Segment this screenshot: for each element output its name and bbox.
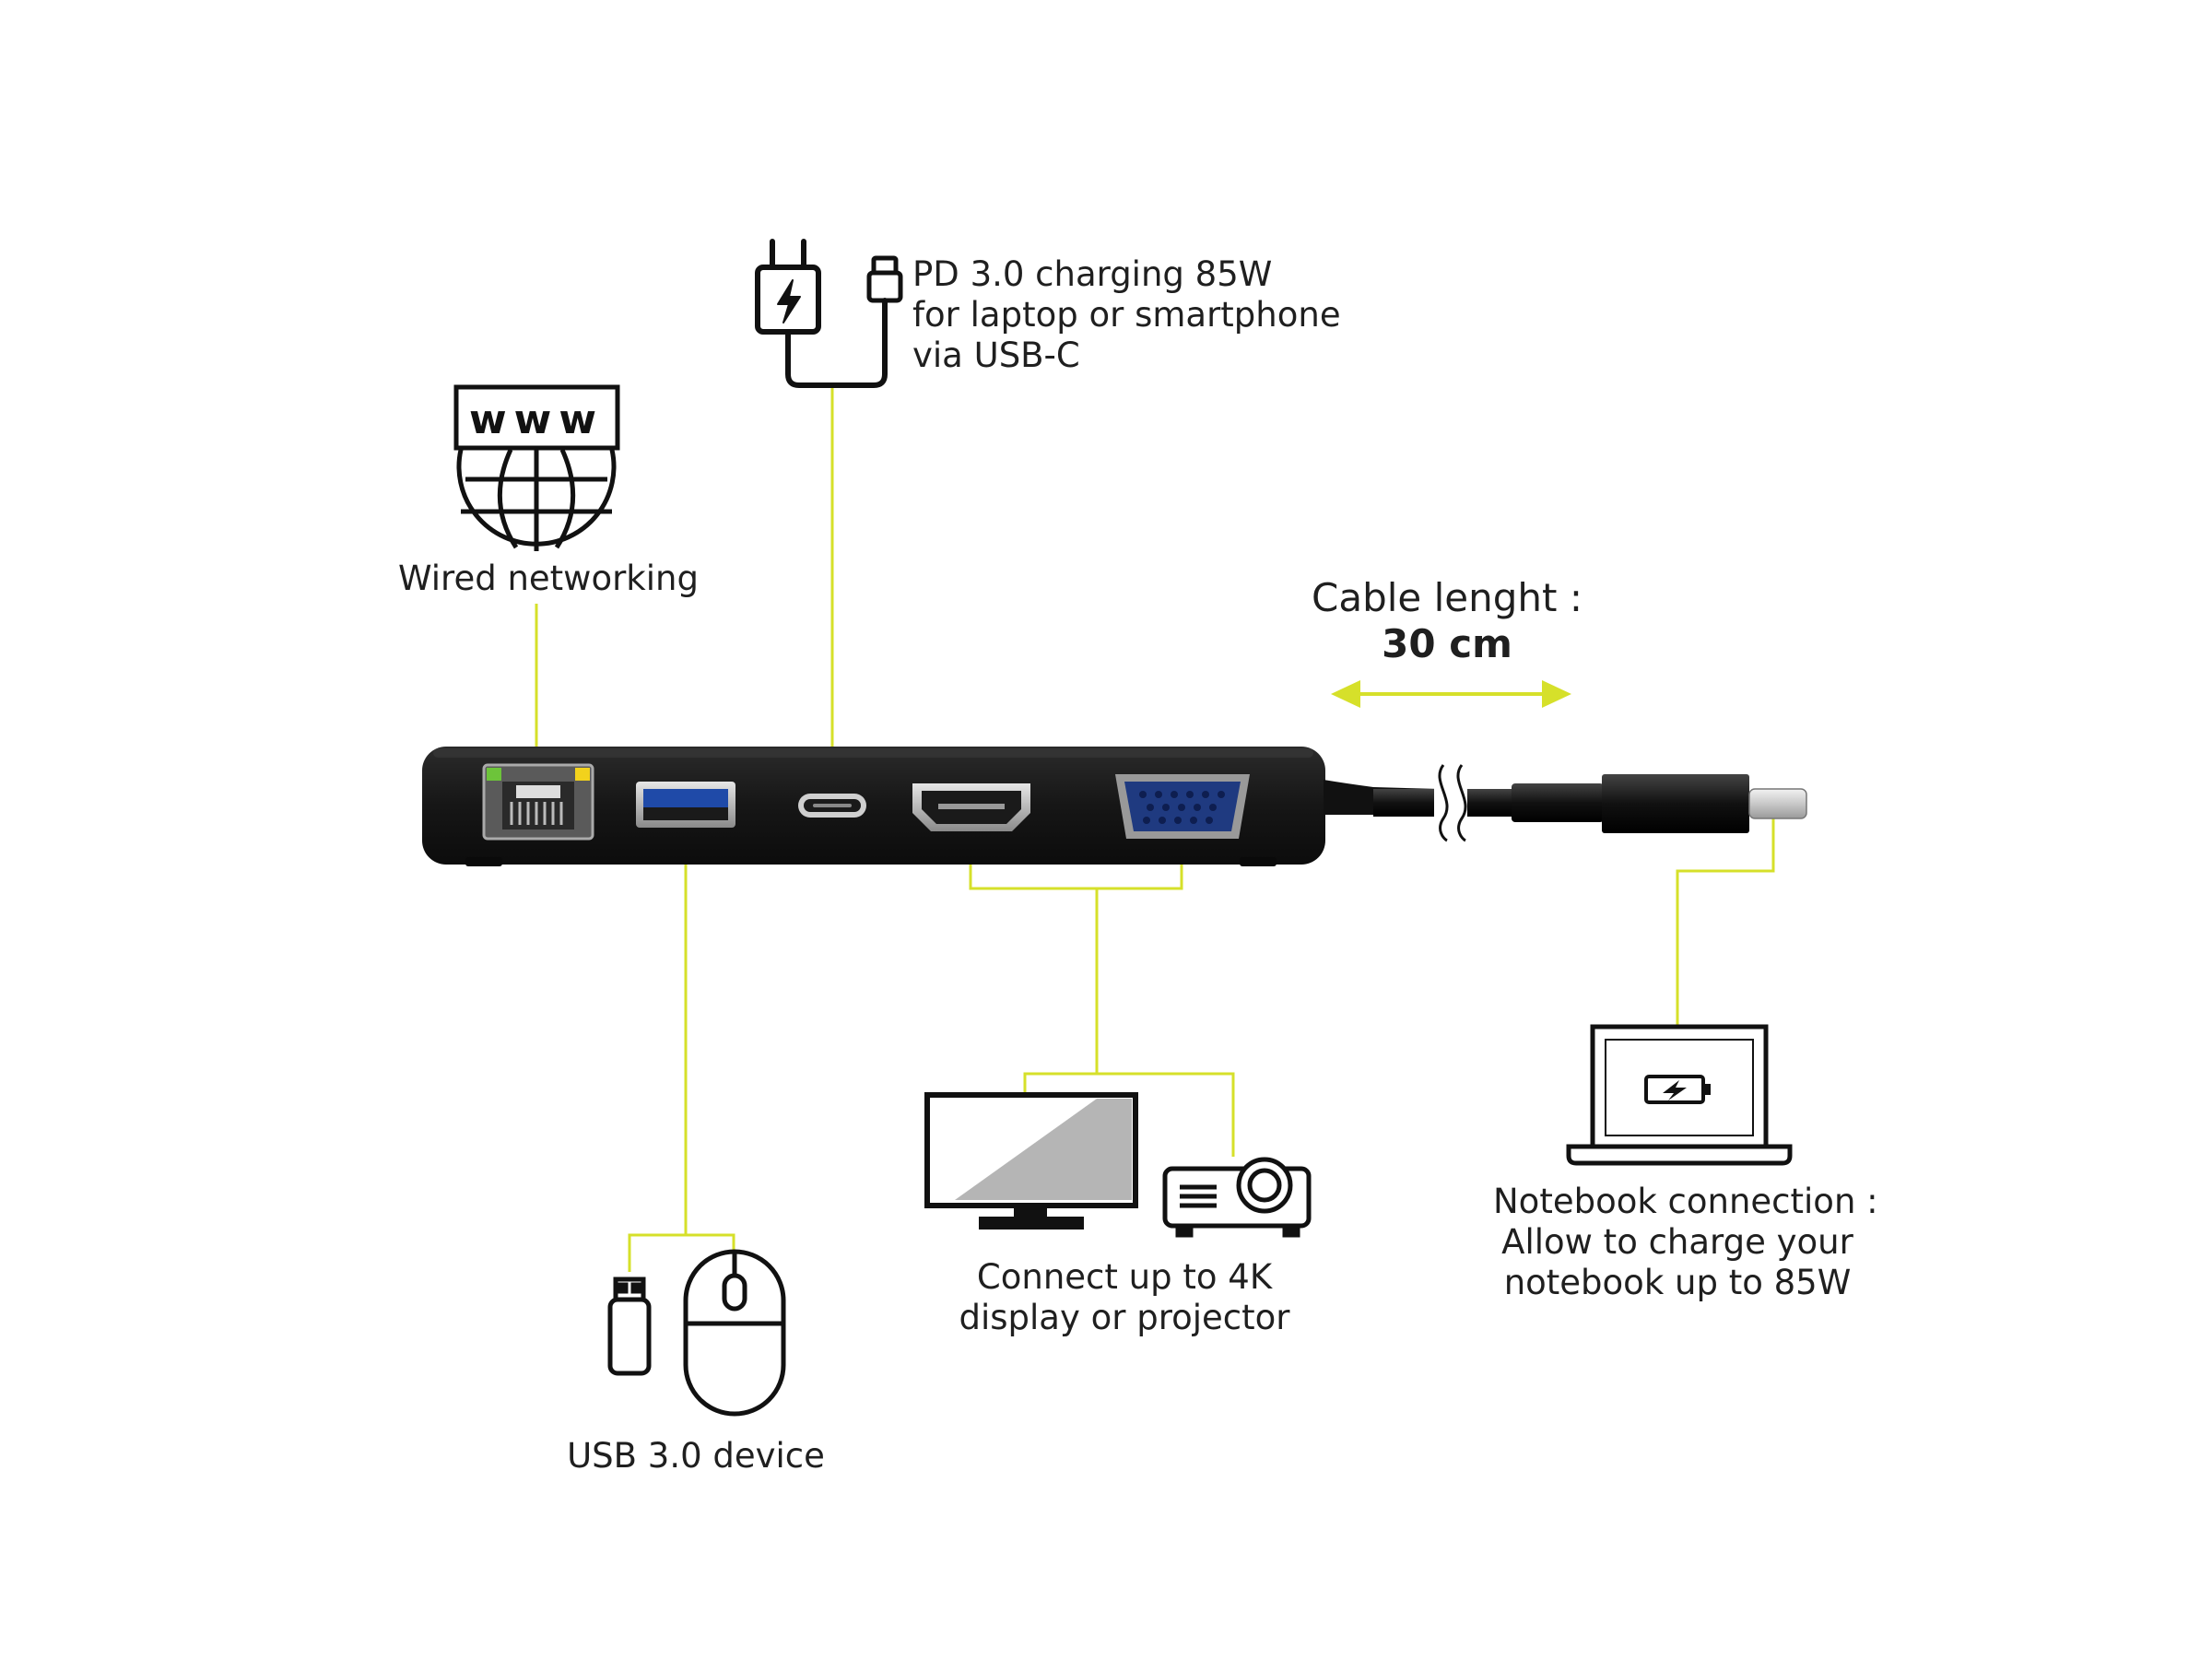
cable-length-arrow xyxy=(1331,680,1571,708)
usb-a-port xyxy=(636,782,735,828)
pd-charging-label: PD 3.0 charging 85W for laptop or smartp… xyxy=(912,254,1341,376)
cable-length-value: 30 cm xyxy=(1382,621,1512,666)
projector-icon xyxy=(1162,1157,1312,1238)
line-video-projector xyxy=(1097,1072,1235,1157)
pd-charging-line-2: for laptop or smartphone xyxy=(912,295,1341,335)
cable-length-label: Cable lenght : 30 cm xyxy=(1290,575,1604,667)
usb-c-cable xyxy=(1324,764,1807,842)
laptop-battery-icon xyxy=(1566,1024,1793,1166)
usb-device-label: USB 3.0 device xyxy=(553,1436,839,1477)
wired-networking-text: Wired networking xyxy=(398,559,699,598)
display-projector-label: Connect up to 4K display or projector xyxy=(940,1257,1309,1338)
vga-port xyxy=(1115,774,1250,839)
monitor-icon xyxy=(924,1092,1138,1230)
display-line-2: display or projector xyxy=(959,1298,1290,1337)
usb-c-port xyxy=(798,794,866,818)
display-line-1: Connect up to 4K xyxy=(976,1257,1273,1297)
pd-charging-line-1: PD 3.0 charging 85W xyxy=(912,254,1273,294)
line-notebook xyxy=(1676,818,1775,1025)
pd-charging-line-3: via USB-C xyxy=(912,335,1080,375)
line-video-down xyxy=(1023,888,1099,1092)
charger-icon xyxy=(755,239,903,388)
ethernet-port xyxy=(482,763,594,841)
globe-www-icon: www xyxy=(453,384,620,551)
notebook-line-1: Notebook connection : xyxy=(1493,1182,1878,1221)
usb-c-hub xyxy=(422,747,1325,866)
notebook-connection-label: Notebook connection : Allow to charge yo… xyxy=(1493,1182,1878,1303)
mouse-icon xyxy=(683,1249,786,1417)
notebook-line-3: notebook up to 85W xyxy=(1503,1263,1852,1302)
cable-length-title: Cable lenght : xyxy=(1312,575,1583,620)
line-usb xyxy=(628,853,688,1272)
usb-stick-icon xyxy=(607,1277,652,1376)
wired-networking-label: Wired networking xyxy=(398,559,699,599)
notebook-line-2: Allow to charge your xyxy=(1501,1222,1853,1262)
usb-device-text: USB 3.0 device xyxy=(567,1436,825,1476)
hdmi-port xyxy=(912,783,1030,831)
www-text: www xyxy=(469,396,604,443)
